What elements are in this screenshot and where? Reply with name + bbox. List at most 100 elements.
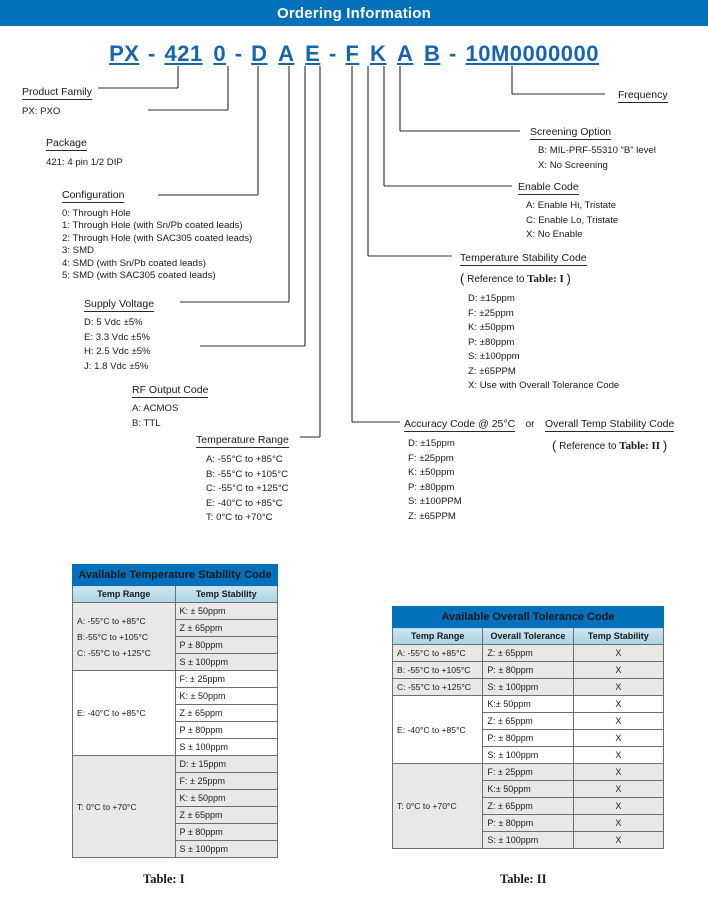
callout-frequency: Frequency xyxy=(618,85,668,103)
table-two-range: C: -55°C to +125°C xyxy=(391,678,484,696)
callout-title: RF Output Code xyxy=(132,384,209,398)
reference-prefix: Reference to xyxy=(467,274,525,285)
callout-title: Enable Code xyxy=(518,181,579,195)
table-row: B: -55°C to +105°C P: ± 80ppm X xyxy=(391,661,665,679)
table-cell-stability: X xyxy=(572,695,665,713)
callout-temperature-range: Temperature Range A: -55°C to +85°C B: -… xyxy=(196,430,289,526)
table-row: P ± 80ppm xyxy=(73,721,278,739)
table-one-range-group-0: A: -55°C to +85°C B:-55°C to +105°C C: -… xyxy=(72,602,176,671)
table-row: Z ± 65ppm xyxy=(73,704,278,722)
callout-item: D: ±15ppm xyxy=(408,438,455,449)
callout-item: X: No Enable xyxy=(526,229,583,240)
table-two-range: T: 0°C to +70°C xyxy=(391,763,484,849)
or-label: or xyxy=(525,419,535,430)
table-cell-stability: K: ± 50ppm xyxy=(174,687,278,705)
reference-table: Table: I xyxy=(527,273,564,285)
callout-item: 4: SMD (with Sn/Pb coated leads) xyxy=(62,257,206,269)
callout-item: B: -55°C to +105°C xyxy=(206,468,289,480)
table-cell-tolerance: F: ± 25ppm xyxy=(482,763,574,781)
table-row: S ± 100ppm xyxy=(73,840,278,858)
callout-reference: ( Reference to Table: II ) xyxy=(552,438,668,453)
table-cell-stability: F: ± 25ppm xyxy=(174,670,278,688)
callout-item: 3: SMD xyxy=(62,245,94,257)
table-cell-tolerance: K:± 50ppm xyxy=(482,695,574,713)
part-segment-accuracy-code: F xyxy=(345,41,360,66)
callout-package: Package 421: 4 pin 1/2 DIP xyxy=(46,133,123,169)
table-cell-tolerance: Z: ± 65ppm xyxy=(482,797,574,815)
table-one-range-group-2: T: 0°C to +70°C xyxy=(72,755,176,858)
table-cell-stability: P ± 80ppm xyxy=(174,823,278,841)
callout-item: B: MIL-PRF-55310 “B” level xyxy=(538,145,656,156)
table-cell-tolerance: P: ± 80ppm xyxy=(482,661,574,679)
table-cell-tolerance: Z: ± 65ppm xyxy=(482,712,574,730)
table-cell-stability: D: ± 15ppm xyxy=(174,755,278,773)
callout-rf-output-code: RF Output Code A: ACMOS B: TTL xyxy=(132,380,209,431)
table-two-col-overall-tolerance: Overall Tolerance xyxy=(482,627,574,645)
table-two: Available Overall Tolerance Code Temp Ra… xyxy=(391,606,665,849)
part-number: PX - 421 0 - D A E - F K A B - 10M000000… xyxy=(0,41,708,67)
table-cell-stability: X xyxy=(572,763,665,781)
part-segment-configuration: 0 xyxy=(213,41,227,66)
table-two-col-temp-stability: Temp Stability xyxy=(572,627,665,645)
page-title: Ordering Information xyxy=(277,4,431,22)
table-cell-stability: X xyxy=(572,797,665,815)
range-line: A: -55°C to +85°C xyxy=(77,615,146,626)
callout-item: E: -40°C to +85°C xyxy=(206,497,283,509)
callout-temperature-stability-code: Temperature Stability Code ( Reference t… xyxy=(460,248,619,394)
callout-title: Accuracy Code @ 25°C xyxy=(404,418,516,432)
part-segment-rf-output: A xyxy=(278,41,295,66)
callout-item: D: 5 Vdc ±5% xyxy=(84,317,143,328)
table-cell-stability: P ± 80ppm xyxy=(174,721,278,739)
callout-item: C: -55°C to +125°C xyxy=(206,483,289,494)
reference-prefix: Reference to xyxy=(559,441,617,452)
table-two-range: A: -55°C to +85°C xyxy=(391,644,484,662)
table-cell-stability: Z ± 65ppm xyxy=(174,704,278,722)
table-cell-tolerance: S: ± 100ppm xyxy=(482,831,574,849)
callout-item: E: 3.3 Vdc ±5% xyxy=(84,331,151,343)
table-cell-tolerance: S: ± 100ppm xyxy=(482,746,574,764)
callout-item: A: -55°C to +85°C xyxy=(206,454,283,465)
part-segment-enable-code: A xyxy=(397,41,414,66)
page-title-bar: Ordering Information xyxy=(0,0,708,26)
callout-supply-voltage: Supply Voltage D: 5 Vdc ±5% E: 3.3 Vdc ±… xyxy=(84,294,155,374)
callout-item: H: 2.5 Vdc ±5% xyxy=(84,346,151,357)
callout-title: Temperature Range xyxy=(196,434,289,448)
callout-title: Product Family xyxy=(22,86,93,100)
callout-title: Frequency xyxy=(618,89,668,103)
table-one: Available Temperature Stability Code Tem… xyxy=(72,564,278,858)
callout-item: S: ±100ppm xyxy=(468,351,520,362)
table-row: A: -55°C to +85°C B:-55°C to +105°C C: -… xyxy=(72,602,278,671)
table-one-title: Available Temperature Stability Code xyxy=(72,564,278,586)
table-one-wrapper: Available Temperature Stability Code Tem… xyxy=(72,564,278,858)
callout-title: Supply Voltage xyxy=(84,298,155,312)
table-cell-stability: X xyxy=(572,814,665,832)
callout-item: Z: ±65PPM xyxy=(468,365,516,377)
table-row: K: ± 50ppm xyxy=(73,789,278,807)
callout-configuration: Configuration 0: Through Hole 1: Through… xyxy=(62,185,252,282)
part-segment-package: 421 xyxy=(164,41,203,66)
callout-item: S: ±100PPM xyxy=(408,496,462,507)
part-dash: - xyxy=(442,41,464,66)
callout-enable-code: Enable Code A: Enable Hi, Tristate C: En… xyxy=(518,177,618,243)
table-row: C: -55°C to +125°C S: ± 100ppm X xyxy=(391,678,665,696)
table-cell-stability: X xyxy=(572,644,665,662)
callout-item: F: ±25ppm xyxy=(468,307,514,319)
callout-item: X: Use with Overall Tolerance Code xyxy=(468,380,620,391)
table-one-col-temp-stability: Temp Stability xyxy=(174,585,278,603)
table-row: E: -40°C to +85°C K:± 50ppm X xyxy=(391,695,665,764)
callout-item: P: ±80ppm xyxy=(408,481,455,493)
callout-reference: ( Reference to Table: I ) xyxy=(460,271,571,286)
table-two-range: B: -55°C to +105°C xyxy=(391,661,484,679)
table-row: Z: ± 65ppm X xyxy=(393,712,665,730)
callout-item: K: ±50ppm xyxy=(468,322,515,333)
table-two-wrapper: Available Overall Tolerance Code Temp Ra… xyxy=(391,606,665,849)
table-cell-stability: X xyxy=(572,831,665,849)
table-one-body: A: -55°C to +85°C B:-55°C to +105°C C: -… xyxy=(72,602,278,858)
table-one-col-temp-range: Temp Range xyxy=(72,585,176,603)
table-row: K:± 50ppm X xyxy=(393,780,665,798)
callout-item: A: ACMOS xyxy=(132,403,179,414)
table-cell-stability: X xyxy=(572,712,665,730)
callout-title: Temperature Stability Code xyxy=(460,252,587,266)
callout-accuracy-code: Accuracy Code @ 25°C or Overall Temp Sta… xyxy=(404,414,675,524)
callout-title: Screening Option xyxy=(530,126,612,140)
